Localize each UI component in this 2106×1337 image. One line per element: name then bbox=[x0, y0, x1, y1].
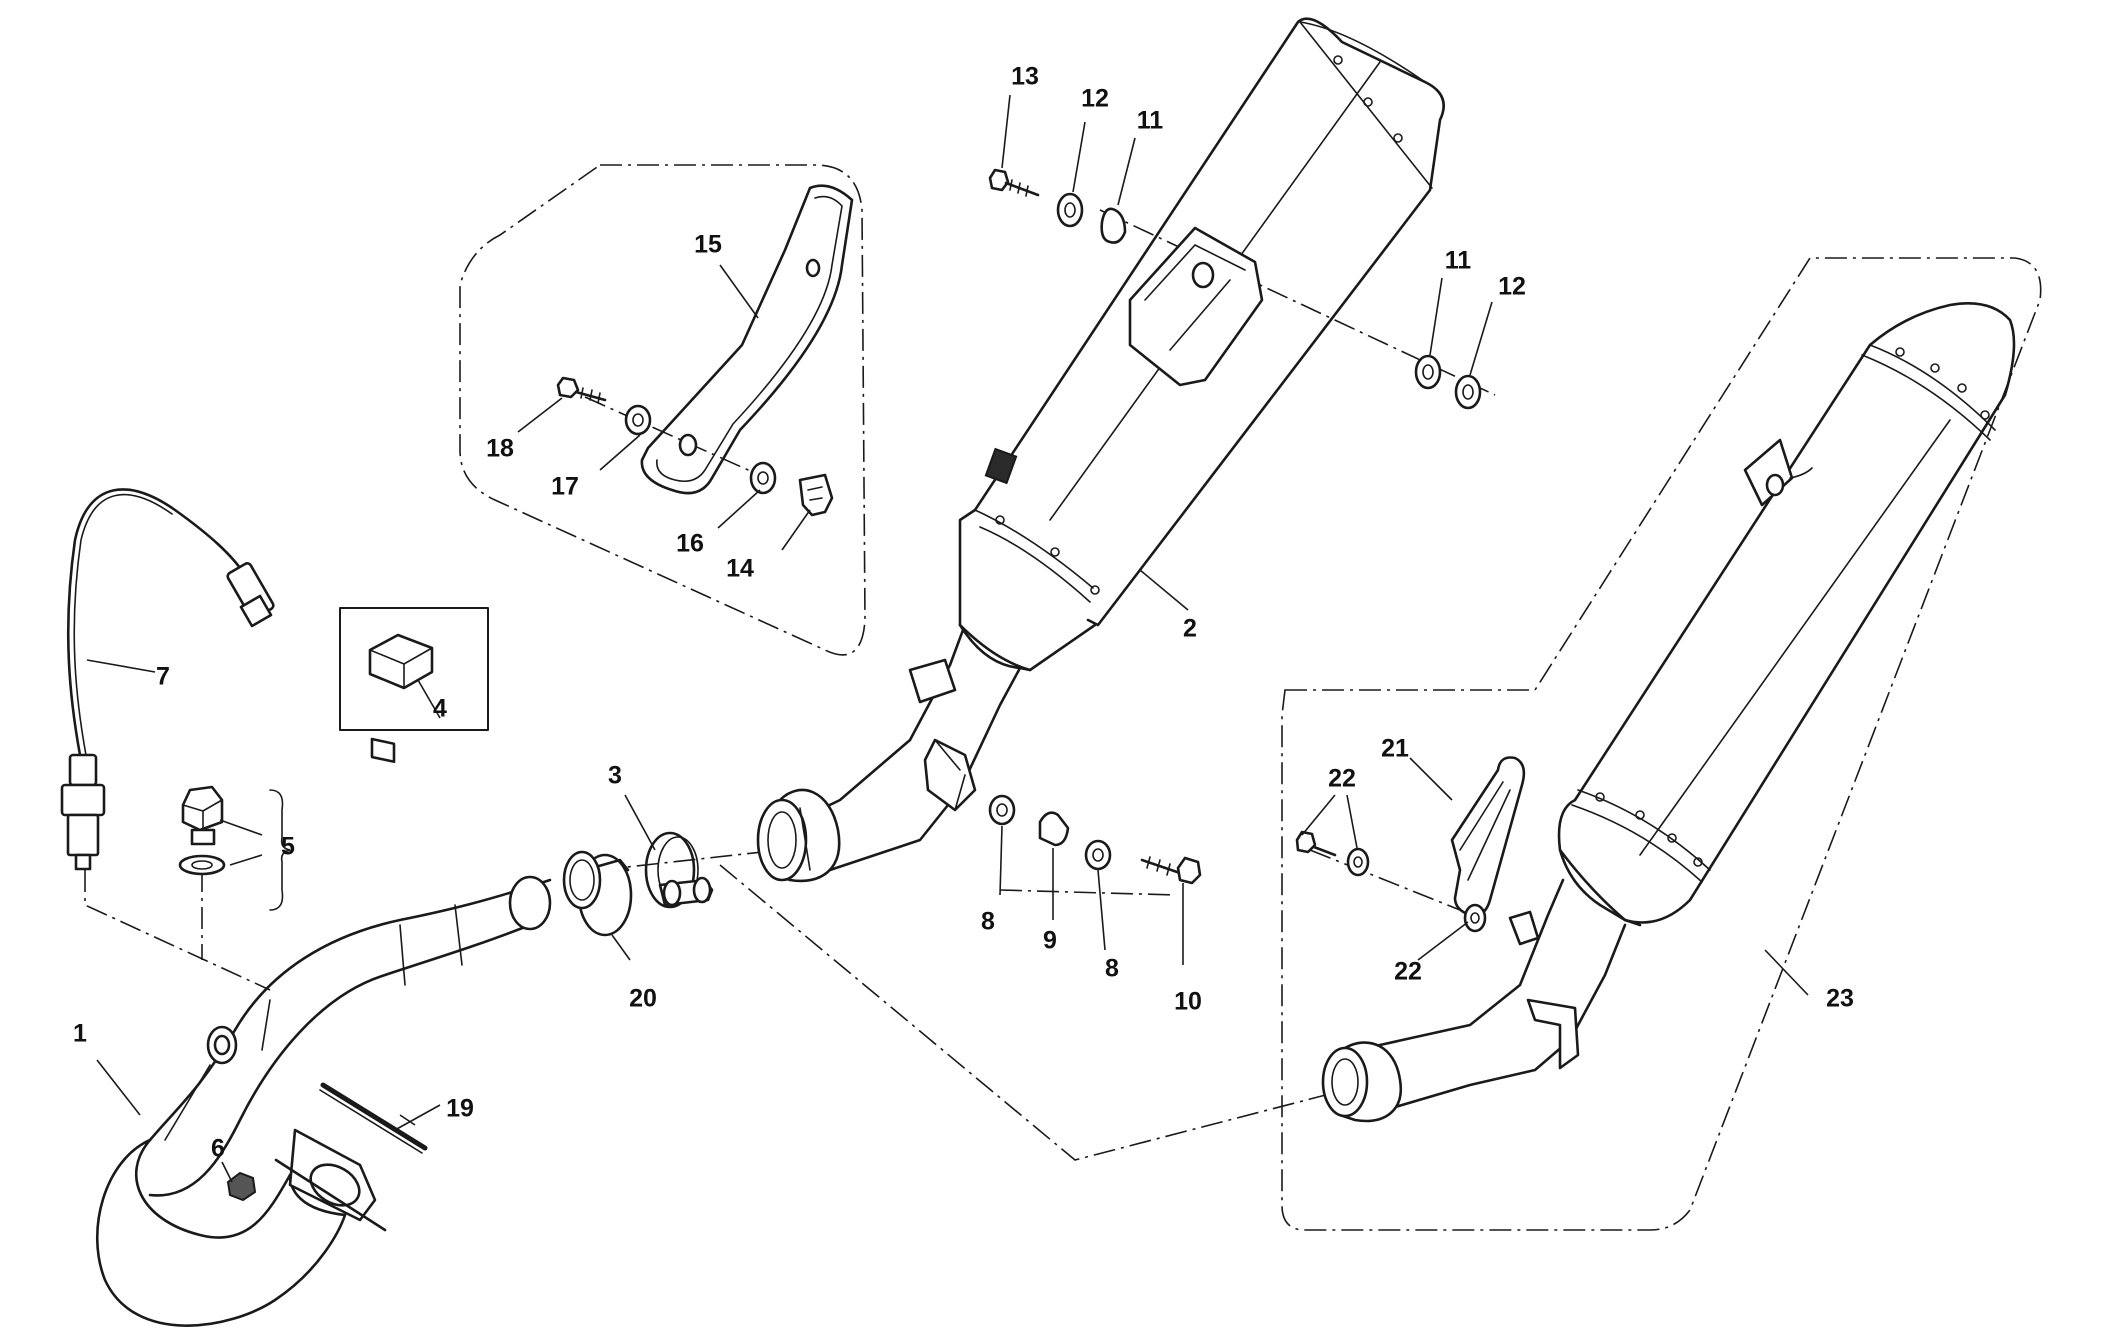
axis-clamp-to-alt-silencer bbox=[719, 864, 1346, 1161]
callout-8-b: 8 bbox=[1105, 955, 1119, 983]
callout-3: 3 bbox=[608, 762, 622, 790]
callout-11-b: 11 bbox=[1445, 247, 1472, 275]
axis-sensor-to-header bbox=[84, 870, 271, 991]
heat-shield-hardware[interactable] bbox=[556, 376, 834, 517]
callout-22-b: 22 bbox=[1394, 958, 1422, 986]
callout-15: 15 bbox=[694, 231, 722, 259]
main-silencer[interactable] bbox=[756, 17, 1445, 883]
callout-leader-lines bbox=[86, 94, 1809, 1183]
group-boundary-heat-shield-kit bbox=[459, 164, 866, 656]
exhaust-header-pipe[interactable] bbox=[96, 875, 552, 1327]
axis-header-to-clamp bbox=[599, 849, 781, 871]
pipe-clamp[interactable] bbox=[644, 831, 714, 909]
callout-17: 17 bbox=[551, 473, 579, 501]
silencer-band-rivets bbox=[1595, 347, 1990, 867]
alternative-heat-shield[interactable] bbox=[1450, 756, 1526, 917]
callout-8-a: 8 bbox=[981, 908, 995, 936]
header-gasket[interactable] bbox=[319, 1082, 428, 1154]
callout-12-b: 12 bbox=[1498, 273, 1526, 301]
callout-16: 16 bbox=[676, 530, 704, 558]
callout-13: 13 bbox=[1011, 63, 1039, 91]
callout-21: 21 bbox=[1381, 735, 1409, 763]
alternative-silencer[interactable] bbox=[1321, 302, 2016, 1123]
seal-ring[interactable] bbox=[562, 850, 633, 937]
callout-7: 7 bbox=[156, 663, 170, 691]
callout-14: 14 bbox=[726, 555, 754, 583]
alternative-shield-hardware[interactable] bbox=[1295, 830, 1487, 933]
callout-18: 18 bbox=[486, 435, 514, 463]
callout-6: 6 bbox=[211, 1135, 225, 1163]
callout-1: 1 bbox=[73, 1020, 87, 1048]
callout-10: 10 bbox=[1174, 988, 1202, 1016]
callout-19: 19 bbox=[446, 1095, 474, 1123]
axis-alt-shield-bolts bbox=[1309, 849, 1481, 919]
callout-20: 20 bbox=[629, 985, 657, 1013]
sensor-connector-box[interactable] bbox=[339, 607, 489, 764]
callout-22-a: 22 bbox=[1328, 765, 1356, 793]
callout-23: 23 bbox=[1826, 985, 1854, 1013]
silencer-top-mount-hardware[interactable] bbox=[988, 168, 1482, 410]
silencer-lower-mount-hardware[interactable] bbox=[988, 794, 1202, 885]
group-boundary-alternative-silencer-23 bbox=[1281, 257, 2042, 1231]
heat-shield[interactable] bbox=[640, 184, 854, 495]
callout-4: 4 bbox=[433, 695, 447, 723]
callout-11-a: 11 bbox=[1137, 107, 1164, 135]
callout-5: 5 bbox=[281, 833, 295, 861]
callout-9: 9 bbox=[1043, 927, 1057, 955]
axis-mount-bolt bbox=[999, 889, 1176, 896]
callout-2: 2 bbox=[1183, 615, 1197, 643]
drain-plug-and-washer[interactable] bbox=[178, 785, 291, 911]
callout-12-a: 12 bbox=[1081, 85, 1109, 113]
lambda-sensor[interactable] bbox=[60, 488, 275, 871]
header-nut[interactable] bbox=[226, 1171, 257, 1202]
callout-numbers: 1 2 3 4 5 6 7 8 9 8 10 13 12 11 11 12 14… bbox=[73, 63, 1854, 1163]
